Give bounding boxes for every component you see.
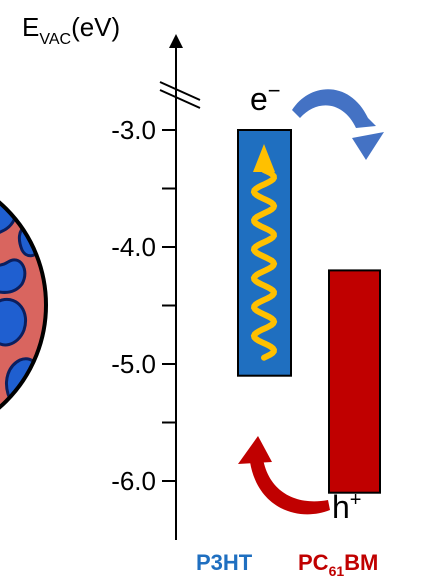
energy-axis: -3.0 -4.0 -5.0 -6.0 [111, 34, 201, 540]
electron-arrow-body [292, 89, 376, 128]
electron-symbol: e [250, 81, 268, 117]
donor-domain [23, 406, 45, 434]
hole-label: h+ [332, 489, 361, 525]
excitation-wave-path [250, 167, 278, 361]
donor-domain [0, 297, 27, 347]
hole-symbol: h [332, 489, 350, 525]
blend-morphology-image [0, 185, 48, 434]
axis-arrowhead [169, 34, 183, 48]
axis-break-mark [159, 81, 201, 101]
hole-charge: + [350, 489, 362, 511]
axis-title-unit: (eV) [71, 12, 120, 42]
axis-title-subscript: VAC [39, 31, 71, 48]
acceptor-label-suffix: BM [344, 550, 378, 575]
acceptor-label-subscript: 61 [329, 563, 345, 579]
electron-label: e− [250, 78, 281, 117]
acceptor-band [328, 269, 381, 494]
tick-label: -3.0 [111, 115, 156, 145]
axis-title-main: E [22, 12, 39, 42]
hole-arrow-head [238, 436, 272, 464]
axis-ticks: -3.0 -4.0 -5.0 -6.0 [111, 115, 176, 496]
tick-label: -6.0 [111, 466, 156, 496]
electron-charge: − [268, 78, 281, 103]
hole-transfer-arrow [238, 436, 330, 515]
axis-break-mark [159, 89, 201, 109]
donor-label: P3HT [196, 550, 253, 575]
tick-label: -4.0 [111, 232, 156, 262]
acceptor-label: PC61BM [298, 550, 378, 579]
acceptor-label-prefix: PC [298, 550, 329, 575]
donor-band [237, 129, 292, 377]
electron-transfer-arrow [292, 89, 384, 160]
electron-arrow-head [352, 132, 384, 160]
excitation-wave [250, 144, 278, 361]
tick-label: -5.0 [111, 349, 156, 379]
axis-title: EVAC(eV) [22, 12, 120, 48]
blend-outline [0, 200, 48, 410]
excitation-arrowhead [253, 144, 275, 172]
